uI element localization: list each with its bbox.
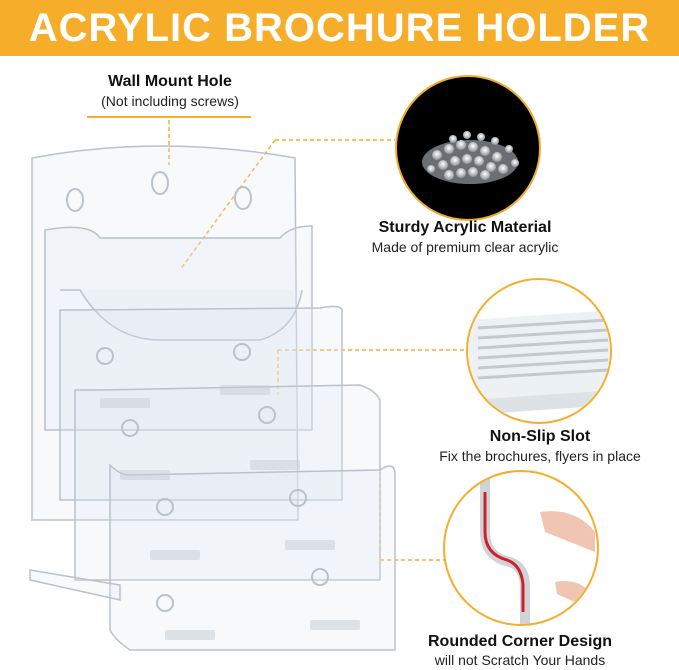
corner-callout: Rounded Corner Design will not Scratch Y… [405,632,635,668]
material-callout: Sturdy Acrylic Material Made of premium … [340,218,590,256]
wall-mount-underline [87,116,251,118]
rounded-corner-icon [443,470,599,626]
page-title: ACRYLIC BROCHURE HOLDER [28,6,651,50]
title-banner: ACRYLIC BROCHURE HOLDER [0,0,679,56]
corner-subtitle: will not Scratch Your Hands [434,652,606,668]
wall-mount-subtitle: (Not including screws) [101,93,239,109]
brochure-holder-image [29,145,396,651]
material-subtitle: Made of premium clear acrylic [371,239,559,255]
material-title: Sturdy Acrylic Material [378,219,552,236]
slot-title: Non-Slip Slot [489,428,591,445]
ridged-slot-icon [466,278,612,424]
wall-mount-title: Wall Mount Hole [108,73,232,90]
wall-mount-callout: Wall Mount Hole (Not including screws) [70,72,270,110]
corner-title: Rounded Corner Design [427,633,612,650]
slot-subtitle: Fix the brochures, flyers in place [439,448,641,464]
acrylic-pellets-icon [395,75,541,221]
slot-callout: Non-Slip Slot Fix the brochures, flyers … [410,427,670,465]
